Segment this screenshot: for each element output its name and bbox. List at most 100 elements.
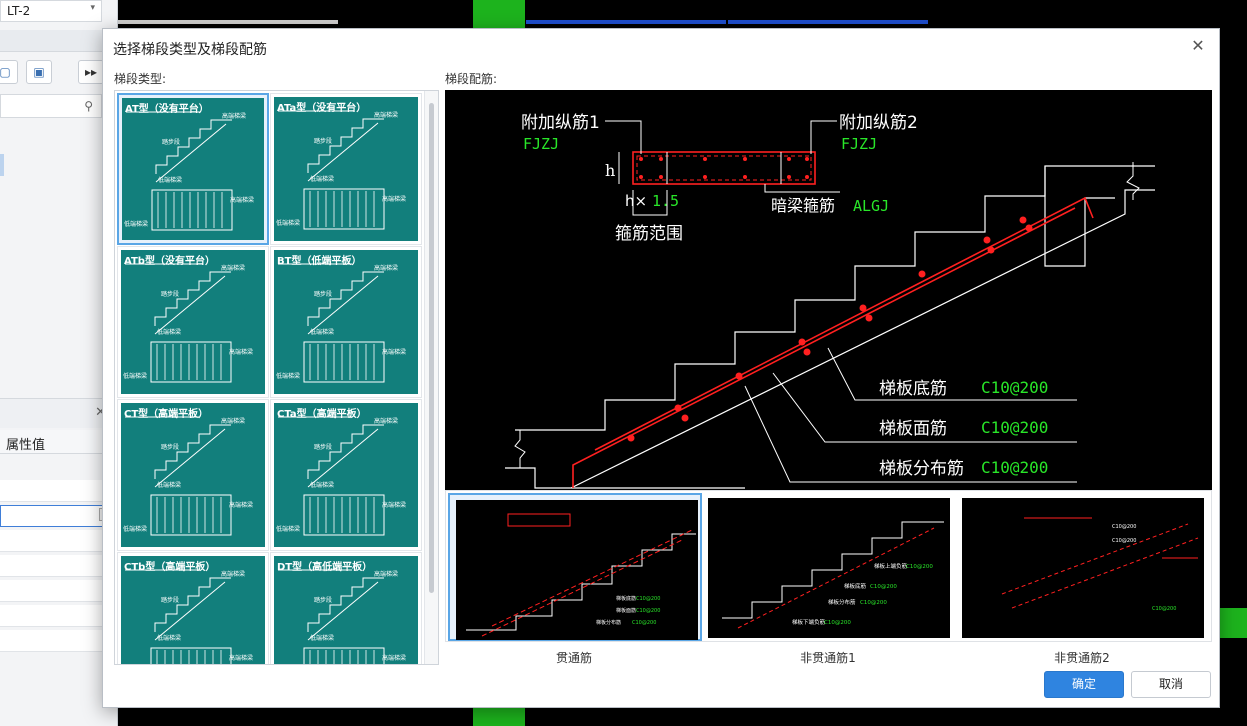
- property-row[interactable]: [0, 480, 118, 502]
- svg-text:C10@200: C10@200: [860, 600, 887, 606]
- stair-type-name: CTb型（高端平板）: [124, 562, 216, 573]
- cancel-button[interactable]: 取消: [1131, 671, 1211, 698]
- canvas-stripe: [118, 20, 338, 24]
- stair-type-item[interactable]: ATb型（没有平台）高端梯梁踏步段低端梯梁高端梯梁低端梯梁: [117, 246, 269, 398]
- svg-text:低端梯梁: 低端梯梁: [158, 176, 182, 184]
- label-fjzj-2: FJZJ: [841, 135, 877, 153]
- rebar-preview-drawing: 附加纵筋1 FJZJ 附加纵筋2 FJZJ h h× 1.5 箍筋范围 暗梁箍筋…: [505, 113, 1155, 489]
- svg-text:踏步段: 踏步段: [161, 443, 179, 451]
- svg-text:梯板下端负筋: 梯板下端负筋: [792, 618, 826, 626]
- canvas-stripe: [728, 20, 928, 24]
- floor-combo[interactable]: LT-2 ▾: [0, 0, 102, 22]
- stair-type-item[interactable]: CTb型（高端平板）高端梯梁踏步段低端梯梁高端梯梁低端梯梁: [117, 552, 269, 664]
- label-extra-long-2: 附加纵筋2: [839, 113, 918, 133]
- more-tool-icon[interactable]: ▸▸: [78, 60, 104, 84]
- stair-type-thumbnail: ATb型（没有平台）高端梯梁踏步段低端梯梁高端梯梁低端梯梁: [121, 250, 265, 394]
- stair-type-thumbnail: ATa型（没有平台）高端梯梁踏步段低端梯梁高端梯梁低端梯梁: [274, 97, 418, 241]
- stair-type-item[interactable]: CTa型（高端平板）高端梯梁踏步段低端梯梁高端梯梁低端梯梁: [270, 399, 422, 551]
- svg-text:踏步段: 踏步段: [161, 596, 179, 604]
- option-non-through-2[interactable]: C10@200 C10@200 C10@200: [956, 493, 1210, 641]
- background-search-input[interactable]: ⚲: [0, 94, 102, 118]
- value-top-rebar: C10@200: [981, 418, 1048, 437]
- property-row[interactable]: [0, 605, 118, 627]
- list-scrollbar[interactable]: [424, 91, 438, 664]
- svg-text:低端梯梁: 低端梯梁: [123, 525, 147, 533]
- svg-text:低端梯梁: 低端梯梁: [310, 175, 334, 183]
- stair-type-item[interactable]: CT型（高端平板）高端梯梁踏步段低端梯梁高端梯梁低端梯梁: [117, 399, 269, 551]
- svg-text:C10@200: C10@200: [632, 620, 656, 626]
- option-thumb-non-through-2: C10@200 C10@200 C10@200: [962, 498, 1204, 638]
- leader-bottom: [827, 347, 1077, 401]
- label-algj: ALGJ: [853, 197, 889, 215]
- save-tool-icon[interactable]: ▣: [26, 60, 52, 84]
- svg-text:C10@200: C10@200: [1112, 538, 1136, 544]
- svg-text:低端梯梁: 低端梯梁: [124, 220, 148, 228]
- property-row[interactable]: [0, 530, 118, 552]
- hidden-beam-section: [632, 151, 816, 185]
- stair-type-name: BT型（低端平板）: [277, 256, 362, 267]
- svg-text:低端梯梁: 低端梯梁: [157, 634, 181, 642]
- distribution-rebar-dots: [627, 216, 1033, 442]
- upper-beam-outline: [1044, 166, 1115, 267]
- stair-type-item[interactable]: DT型（高低端平板）高端梯梁踏步段低端梯梁高端梯梁低端梯梁: [270, 552, 422, 664]
- background-left-panel: LT-2▾ ▢ ▣ ▸▸ ⚲ ✕ 属性值 ···: [0, 0, 118, 726]
- chevron-down-icon: ▾: [90, 3, 95, 13]
- svg-text:高端梯梁: 高端梯梁: [382, 654, 406, 662]
- svg-text:高端梯梁: 高端梯梁: [221, 264, 245, 272]
- svg-text:梯板面筋: 梯板面筋: [616, 607, 636, 614]
- copy-tool-icon[interactable]: ▢: [0, 60, 18, 84]
- background-toolbar-strip: [0, 30, 118, 52]
- stirrup-range-dimension: [632, 190, 668, 216]
- option-label-non-through-1: 非贯通筋1: [800, 651, 856, 665]
- leader-fjzj2: [810, 120, 837, 154]
- svg-text:梯板上端负筋: 梯板上端负筋: [874, 562, 908, 570]
- stair-type-thumbnail: DT型（高低端平板）高端梯梁踏步段低端梯梁高端梯梁低端梯梁: [274, 556, 418, 664]
- stair-type-name: DT型（高低端平板）: [277, 562, 373, 573]
- hidden-beam-bars: [639, 157, 809, 179]
- stair-type-item[interactable]: AT型（没有平台）高端梯梁踏步段低端梯梁高端梯梁低端梯梁: [117, 93, 269, 245]
- label-fjzj-1: FJZJ: [523, 135, 559, 153]
- label-bottom-rebar: 梯板底筋: [879, 379, 947, 399]
- stair-type-item[interactable]: ATa型（没有平台）高端梯梁踏步段低端梯梁高端梯梁低端梯梁: [270, 93, 422, 245]
- property-row-editing[interactable]: ···: [0, 505, 118, 527]
- property-row[interactable]: [0, 555, 118, 577]
- stair-type-name: CT型（高端平板）: [124, 409, 209, 420]
- close-icon[interactable]: ✕: [95, 405, 106, 420]
- scrollbar-thumb[interactable]: [429, 103, 434, 593]
- svg-text:低端梯梁: 低端梯梁: [310, 481, 334, 489]
- option-label-non-through-2: 非贯通筋2: [1054, 651, 1110, 665]
- svg-text:梯板分布筋: 梯板分布筋: [828, 598, 856, 606]
- bottom-rebar-line: [572, 207, 1076, 488]
- hidden-beam-stirrup: [636, 155, 812, 181]
- stair-type-item[interactable]: BT型（低端平板）高端梯梁踏步段低端梯梁高端梯梁低端梯梁: [270, 246, 422, 398]
- label-h: h: [605, 161, 615, 180]
- value-dist-rebar: C10@200: [981, 458, 1048, 477]
- label-h-times: h×: [625, 192, 647, 210]
- close-icon[interactable]: ✕: [1191, 36, 1205, 55]
- svg-text:C10@200: C10@200: [636, 608, 660, 614]
- canvas-green-block: [1220, 608, 1247, 638]
- floor-combo-value: LT-2: [7, 4, 31, 18]
- svg-text:低端梯梁: 低端梯梁: [276, 525, 300, 533]
- top-rebar-line: [594, 196, 1094, 451]
- stair-outline-lower: [505, 467, 745, 489]
- property-row[interactable]: [0, 630, 118, 652]
- svg-text:C10@200: C10@200: [1112, 524, 1136, 530]
- canvas-green-block: [473, 0, 525, 28]
- property-row[interactable]: [0, 580, 118, 602]
- stair-rebar-label: 梯段配筋:: [445, 72, 498, 86]
- svg-text:C10@200: C10@200: [906, 564, 933, 570]
- svg-text:梯板底筋: 梯板底筋: [844, 582, 867, 590]
- svg-text:低端梯梁: 低端梯梁: [276, 219, 300, 227]
- ok-button[interactable]: 确定: [1044, 671, 1124, 698]
- leader-top: [772, 372, 1077, 443]
- svg-text:高端梯梁: 高端梯梁: [229, 501, 253, 509]
